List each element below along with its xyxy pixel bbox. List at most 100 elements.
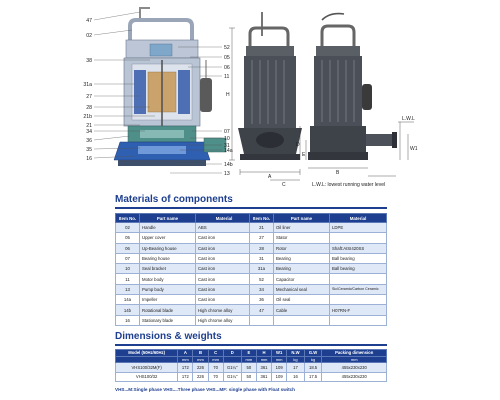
item-no: 16 [115, 314, 140, 326]
column-header: Packing dimension [321, 349, 387, 357]
material: High chrome alloy [195, 314, 253, 326]
part-name: Handle [139, 221, 196, 234]
value-cell: 226 [192, 362, 209, 373]
part-name: Rotor [273, 242, 330, 254]
callout-left: 02 [86, 33, 92, 39]
column-header: A [177, 349, 194, 357]
callout-right: 10 [224, 136, 230, 142]
side-view-drawing: D E B W1 L.W.L L.W.L: lowest running wat… [296, 12, 418, 188]
callout-right: 31 [224, 143, 230, 149]
callout-right: 11 [224, 74, 229, 80]
part-name: Rotational blade [139, 304, 196, 316]
callout-right: 52 [224, 45, 230, 51]
part-name: Stator [273, 232, 330, 244]
part-name: Bearing house [139, 252, 196, 265]
item-no: 28 [249, 242, 274, 254]
value-cell: G1¼" [222, 362, 242, 373]
callout-left: 21b [83, 114, 92, 120]
item-no: 06 [115, 242, 140, 254]
column-header: Part name [139, 213, 196, 223]
material: ABS [195, 221, 253, 234]
callout-left: 27 [86, 94, 92, 100]
dimension-label-lwl: L.W.L [402, 116, 415, 122]
callout-left: 36 [86, 138, 92, 144]
material: Cast iron [195, 232, 253, 244]
callout-left: 21 [86, 123, 92, 129]
column-header: G.W [303, 349, 323, 357]
callout-left: 47 [86, 18, 92, 24]
column-header: C [207, 349, 224, 357]
column-header: Item No. [115, 213, 140, 223]
value-cell: 50 [240, 371, 257, 382]
material: H07RN-F [329, 304, 387, 316]
materials-title: Materials of components [115, 194, 233, 205]
material [329, 232, 387, 244]
item-no: 05 [115, 232, 140, 244]
item-no: 27 [249, 232, 274, 244]
part-name: Seal bracket [139, 263, 196, 275]
value-cell: 70 [207, 371, 224, 382]
value-cell: 109 [271, 362, 288, 373]
table-header-row: Item No. Part name Material [115, 213, 253, 223]
callout-right: 07 [224, 129, 230, 135]
part-name: Impeller [139, 294, 196, 306]
item-no: 02 [115, 221, 140, 234]
item-no: 31a [249, 263, 274, 275]
column-header: D [222, 349, 242, 357]
table-row [249, 314, 387, 326]
material: Cast iron [195, 283, 253, 296]
callout-right: 13 [224, 171, 230, 177]
callout-left: 38 [86, 58, 92, 64]
dimensions-title-rule [115, 344, 387, 346]
material: Cast iron [195, 294, 253, 306]
dimensions-table: Model (50Hz/60Hz) A B C D E H W1 N.W G.W… [114, 349, 387, 382]
value-cell: 455x230x230 [321, 371, 387, 382]
material: Shaft:AISI420SS [329, 242, 387, 254]
technical-drawings: 47 02 38 31a 27 28 21b 21 34 36 35 16 52… [83, 7, 418, 188]
value-cell: 18.5 [303, 362, 323, 373]
dimension-label-h: H [226, 92, 230, 98]
item-no: 10 [115, 263, 140, 275]
dimension-label-c: C [282, 182, 286, 188]
value-cell: 455x230x230 [321, 362, 387, 373]
part-name: Bearing [273, 252, 330, 265]
column-header: Part name [273, 213, 330, 223]
item-no: 47 [249, 304, 274, 316]
column-header: H [255, 349, 273, 357]
column-header: Material [329, 213, 387, 223]
column-header: W1 [271, 349, 288, 357]
item-no: 13 [115, 283, 140, 296]
material: Cast iron [195, 273, 253, 285]
part-name: Bearing [273, 263, 330, 275]
material: Ball bearing [329, 263, 387, 275]
item-no: 11 [115, 273, 140, 285]
value-cell: 17 [286, 362, 305, 373]
part-name: Oil liner [273, 221, 330, 234]
part-name: Upper cover [139, 232, 196, 244]
material: Sic/Ceramic/Carbon Ceramic [329, 283, 387, 296]
value-cell: 16 [286, 371, 305, 382]
callout-left: 16 [86, 156, 92, 162]
material: LDPE [329, 221, 387, 234]
item-no: 14a [115, 294, 140, 306]
value-cell: 50 [240, 362, 257, 373]
callout-right: 14b [224, 162, 233, 168]
material: Cast iron [195, 263, 253, 275]
callout-right: 05 [224, 55, 230, 61]
model-note: VHS...M:Single phase VHS....Three phase … [115, 387, 295, 392]
